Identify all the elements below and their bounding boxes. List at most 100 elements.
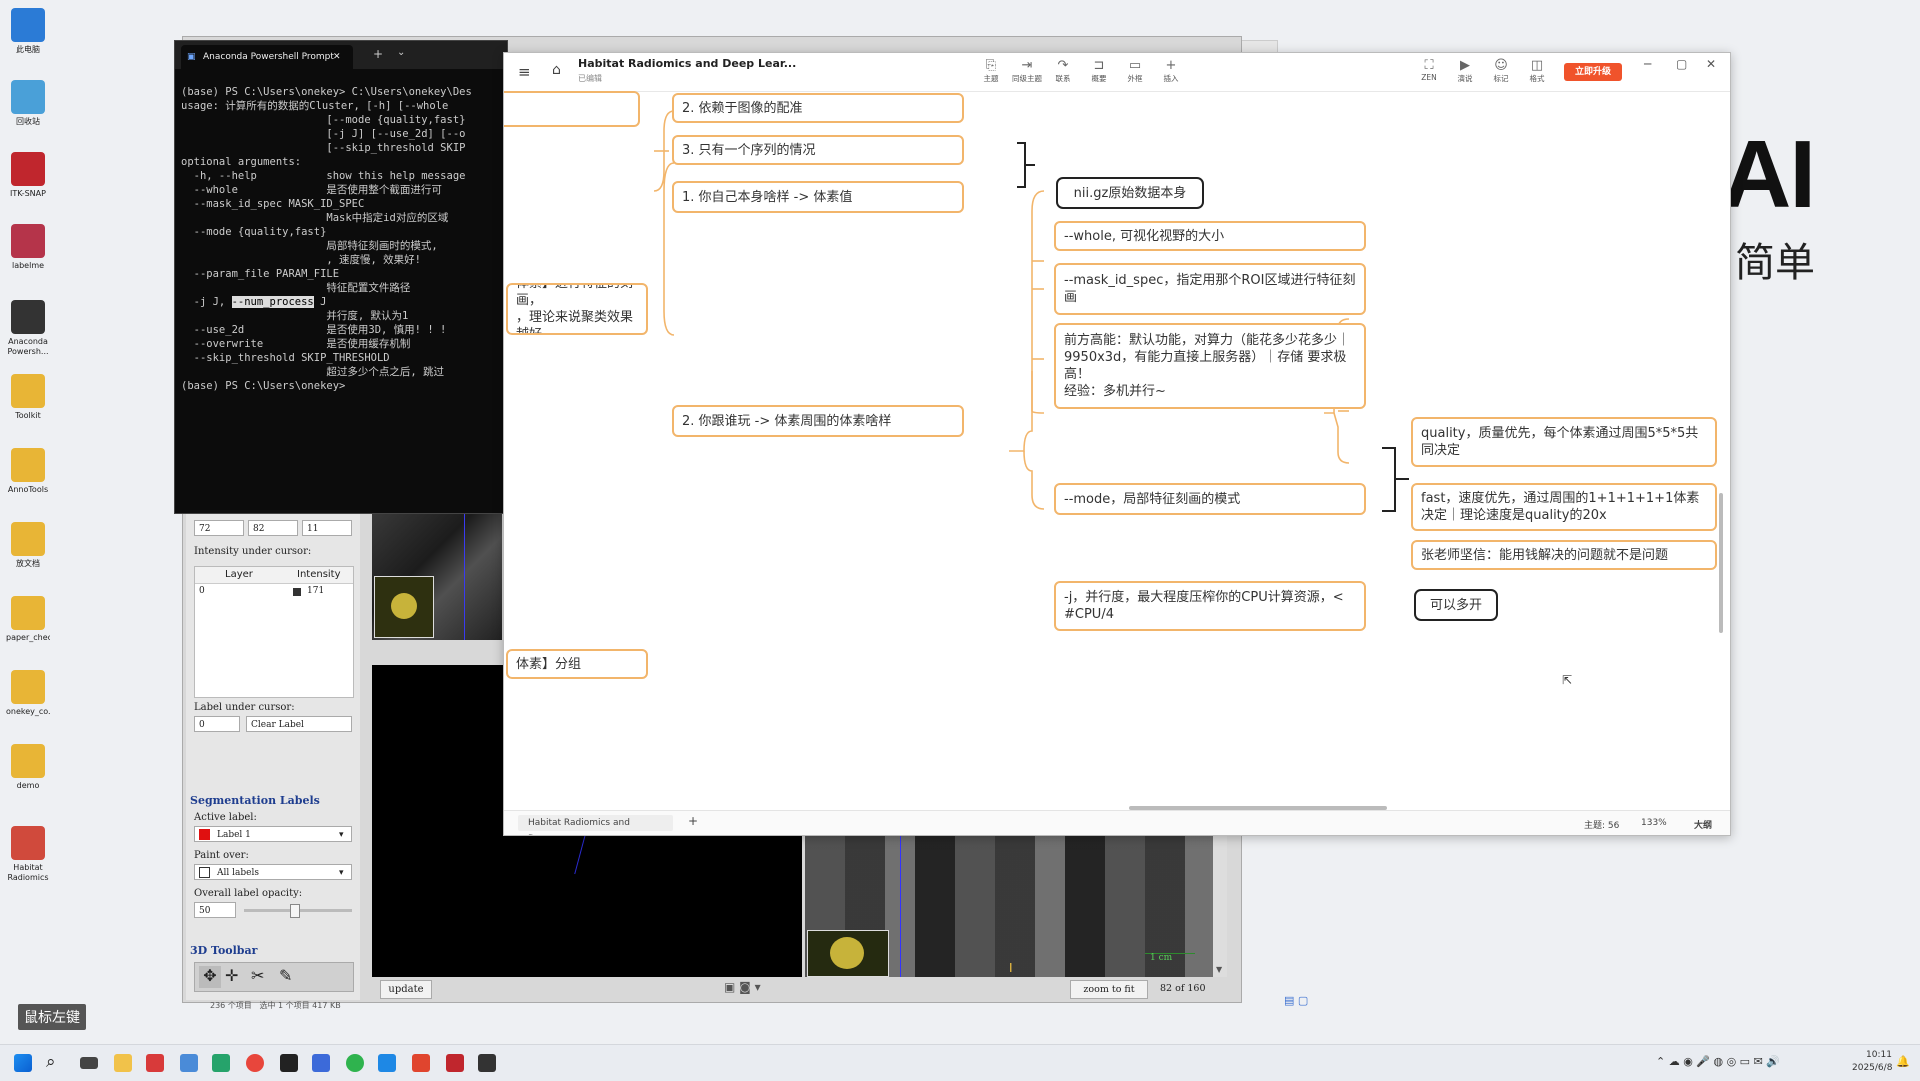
- coronal-scrollbar[interactable]: ▼: [1213, 835, 1227, 977]
- opacity-slider[interactable]: [244, 904, 352, 918]
- desktop-icon[interactable]: paper_check: [6, 596, 50, 653]
- minimize-icon[interactable]: ─: [1644, 57, 1652, 71]
- search-icon[interactable]: ⌕: [46, 1052, 56, 1072]
- desktop-icon[interactable]: ITK-SNAP: [6, 152, 50, 209]
- toolbar-button[interactable]: ⊐概要: [1082, 58, 1116, 84]
- opacity-slider-handle[interactable]: [290, 904, 300, 918]
- terminal-output[interactable]: (base) PS C:\Users\onekey> C:\Users\onek…: [181, 85, 503, 505]
- home-icon[interactable]: ⌂: [552, 62, 561, 78]
- rotate-tool-icon[interactable]: ✥: [199, 966, 221, 988]
- clock-date: 2025/6/8: [1852, 1063, 1893, 1073]
- terminal-taskbar-icon[interactable]: [280, 1054, 298, 1072]
- mindmap-node-n-self[interactable]: 1. 你自己本身啥样 -> 体素值: [672, 181, 964, 213]
- coord-x[interactable]: 72: [194, 520, 244, 536]
- desktop-icon[interactable]: 此电脑: [6, 8, 50, 65]
- vertical-scrollbar[interactable]: [1719, 493, 1723, 633]
- coord-y[interactable]: 82: [248, 520, 298, 536]
- toolbar-button[interactable]: ◫格式: [1520, 58, 1554, 84]
- screenshot-icon[interactable]: ▣ ◙ ▾: [724, 980, 761, 994]
- mindmap-node-n-neighbor[interactable]: 2. 你跟谁玩 -> 体素周围的体素啥样: [672, 405, 964, 437]
- desktop-icon[interactable]: 放文档: [6, 522, 50, 579]
- crosshair-tool-icon[interactable]: ✛: [225, 966, 239, 985]
- horizontal-scrollbar[interactable]: [1129, 806, 1387, 810]
- sheet-tab[interactable]: Habitat Radiomics and Deep...⌄: [518, 815, 673, 835]
- active-label-select[interactable]: Label 1 ▾: [194, 826, 352, 842]
- app-icon[interactable]: [312, 1054, 330, 1072]
- itksnap-view-top[interactable]: [372, 510, 502, 640]
- opacity-input[interactable]: 50: [194, 902, 236, 918]
- explorer-status: 236 个项目 选中 1 个项目 417 KB: [210, 1001, 341, 1010]
- update-button[interactable]: update: [380, 980, 432, 999]
- mindmap-node-n-mode[interactable]: --mode，局部特征刻画的模式: [1054, 483, 1366, 515]
- mindmap-node-left-mid[interactable]: 体素】进行特征的刻画， ，理论来说聚类效果越好: [506, 283, 648, 335]
- mindmap-node-n-zhang[interactable]: 张老师坚信：能用钱解决的问题就不是问题: [1411, 540, 1717, 570]
- wechat-icon[interactable]: [346, 1054, 364, 1072]
- close-icon[interactable]: ✕: [1706, 57, 1717, 71]
- mindmap-node-n-param[interactable]: 前方高能：默认功能，对算力（能花多少花多少｜9950x3d，有能力直接上服务器）…: [1054, 323, 1366, 409]
- mindmap-node-n-mask[interactable]: --mask_id_spec，指定用那个ROI区域进行特征刻画: [1054, 263, 1366, 315]
- toolbar-button[interactable]: +插入: [1154, 58, 1188, 84]
- itksnap-taskbar-icon[interactable]: [446, 1054, 464, 1072]
- mindmap-node-left-top[interactable]: [504, 91, 640, 127]
- chevron-down-icon[interactable]: ⌄: [397, 47, 406, 58]
- outline-button[interactable]: 大纲: [1694, 821, 1713, 831]
- zoom-level[interactable]: 133%: [1641, 818, 1667, 828]
- paint-over-select[interactable]: All labels ▾: [194, 864, 352, 880]
- mindmap-node-n-quality[interactable]: quality，质量优先，每个体素通过周围5*5*5共同决定: [1411, 417, 1717, 467]
- desktop-icon[interactable]: Anaconda Powersh...: [6, 300, 50, 357]
- mindmap-node-n-multi[interactable]: 可以多开: [1414, 589, 1498, 621]
- xmind-taskbar-icon[interactable]: [412, 1054, 430, 1072]
- toolbar-button[interactable]: ▭外框: [1118, 58, 1152, 84]
- tray-icons[interactable]: ⌃ ☁ ◉ 🎤 ◍ ◎ ▭ ✉ 🔊: [1656, 1055, 1780, 1068]
- desktop-icon[interactable]: labelme: [6, 224, 50, 281]
- toolbar-button[interactable]: ☺标记: [1484, 58, 1518, 84]
- terminal-line: [--mode {quality,fast}: [181, 114, 466, 126]
- coord-z[interactable]: 11: [302, 520, 352, 536]
- new-tab-icon[interactable]: +: [373, 47, 384, 61]
- add-sheet-icon[interactable]: +: [688, 814, 699, 828]
- terminal-tab[interactable]: ▣ Anaconda Powershell Prompt ✕: [181, 45, 353, 69]
- toolbar-label: 同级主题: [1012, 74, 1042, 83]
- mindmap-node-n-seq[interactable]: 3. 只有一个序列的情况: [672, 135, 964, 165]
- task-view-icon[interactable]: [80, 1057, 98, 1069]
- mindmap-node-n-whole[interactable]: --whole, 可视化视野的大小: [1054, 221, 1366, 251]
- desktop-icon[interactable]: demo: [6, 744, 50, 801]
- menu-icon[interactable]: ≡: [518, 63, 531, 81]
- zoom-to-fit-button[interactable]: zoom to fit: [1070, 980, 1148, 999]
- app-icon[interactable]: [378, 1054, 396, 1072]
- mindmap-node-left-bottom[interactable]: 体素】分组: [506, 649, 648, 679]
- view-toggle-icon[interactable]: ▤ ▢: [1284, 994, 1309, 1007]
- toolbar-button[interactable]: ↷联系: [1046, 58, 1080, 84]
- toolbar-button[interactable]: ▶演说: [1448, 58, 1482, 84]
- toolbar-button[interactable]: ⛶ZEN: [1412, 58, 1446, 82]
- mindmap-node-n-reg[interactable]: 2. 依赖于图像的配准: [672, 93, 964, 123]
- maximize-icon[interactable]: ▢: [1676, 57, 1688, 71]
- spray-tool-icon[interactable]: ✎: [279, 966, 293, 985]
- toolbar-label: 外框: [1127, 74, 1143, 83]
- chrome-icon[interactable]: [246, 1054, 264, 1072]
- upgrade-button[interactable]: 立即升级: [1564, 63, 1622, 81]
- scalpel-tool-icon[interactable]: ✂: [251, 966, 265, 985]
- toolbar-button[interactable]: ⇥同级主题: [1010, 58, 1044, 84]
- mindmap-node-n-nii[interactable]: nii.gz原始数据本身: [1056, 177, 1204, 209]
- table-row[interactable]: 0 171: [199, 586, 325, 596]
- desktop-icon[interactable]: 回收站: [6, 80, 50, 137]
- app-icon[interactable]: [212, 1054, 230, 1072]
- mindmap-node-n-fast[interactable]: fast，速度优先，通过周围的1+1+1+1+1体素决定｜理论速度是qualit…: [1411, 483, 1717, 531]
- toolbar-button[interactable]: ⎘主题: [974, 58, 1008, 84]
- file-explorer-icon[interactable]: [114, 1054, 132, 1072]
- vscode-icon[interactable]: [180, 1054, 198, 1072]
- itksnap-taskbar-icon[interactable]: [146, 1054, 164, 1072]
- desktop-icon[interactable]: AnnoTools: [6, 448, 50, 505]
- notification-icon[interactable]: 🔔: [1896, 1055, 1910, 1068]
- desktop-icon[interactable]: onekey_co...: [6, 670, 50, 727]
- desktop-icon[interactable]: Habitat Radiomics ...: [6, 826, 50, 883]
- terminal-window[interactable]: ▣ Anaconda Powershell Prompt ✕ + ⌄ (base…: [174, 40, 508, 514]
- toolbar-label: 联系: [1055, 74, 1071, 83]
- close-tab-icon[interactable]: ✕: [333, 52, 341, 62]
- start-button-icon[interactable]: [14, 1054, 32, 1072]
- desktop-icon[interactable]: Toolkit: [6, 374, 50, 431]
- mindmap-node-n-j[interactable]: -j，并行度，最大程度压榨你的CPU计算资源，< #CPU/4: [1054, 581, 1366, 631]
- itksnap-view-coronal[interactable]: 1 cm I: [805, 835, 1213, 977]
- powershell-taskbar-icon[interactable]: [478, 1054, 496, 1072]
